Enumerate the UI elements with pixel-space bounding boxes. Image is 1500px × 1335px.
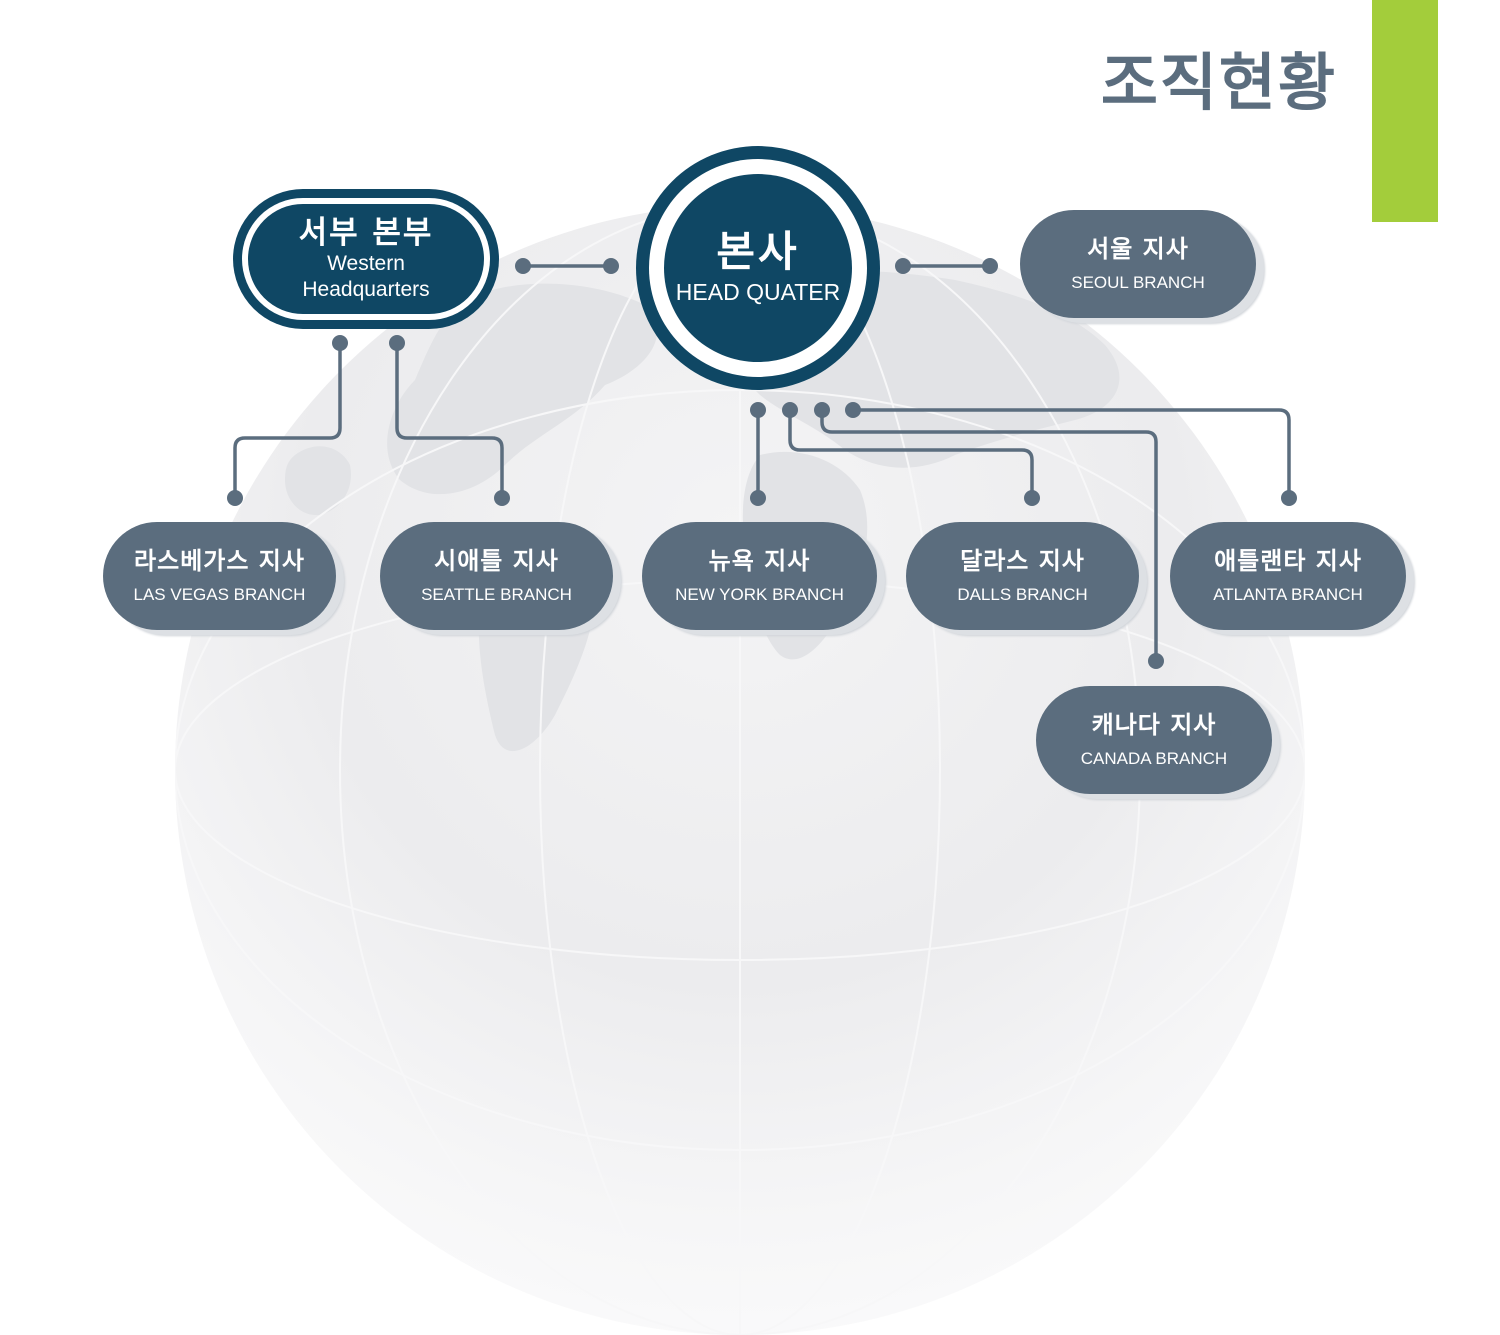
western-headquarters-ko-label: 서부 본부 — [298, 214, 434, 251]
dallas-branch-en-label: DALLS BRANCH — [957, 585, 1088, 605]
head-quarter-ring: 본사 HEAD QUATER — [649, 159, 867, 377]
western-headquarters-en-line1: Western — [327, 251, 405, 275]
head-quarter-en-label: HEAD QUATER — [675, 278, 841, 305]
connector-lines — [227, 258, 1297, 669]
new-york-branch-ko-label: 뉴욕 지사 — [708, 547, 811, 576]
canada-branch-ko-label: 캐나다 지사 — [1091, 711, 1217, 740]
seattle-branch-node: 시애틀 지사 SEATTLE BRANCH — [380, 522, 613, 630]
canada-branch-en-label: CANADA BRANCH — [1080, 749, 1228, 769]
seoul-branch-ko-label: 서울 지사 — [1087, 235, 1189, 264]
head-quarter-ko-label: 본사 — [716, 227, 800, 277]
atlanta-branch-node: 애틀랜타 지사 ATLANTA BRANCH — [1170, 522, 1406, 630]
accent-bar — [1372, 0, 1438, 222]
seoul-branch-node: 서울 지사 SEOUL BRANCH — [1020, 210, 1256, 318]
new-york-branch-en-label: NEW YORK BRANCH — [675, 585, 844, 605]
seoul-branch-en-label: SEOUL BRANCH — [1071, 273, 1205, 293]
atlanta-branch-en-label: ATLANTA BRANCH — [1213, 585, 1363, 605]
las-vegas-branch-ko-label: 라스베가스 지사 — [134, 547, 305, 576]
head-quarter-node: 본사 HEAD QUATER — [636, 146, 880, 390]
dallas-branch-node: 달라스 지사 DALLS BRANCH — [906, 522, 1139, 630]
new-york-branch-node: 뉴욕 지사 NEW YORK BRANCH — [642, 522, 877, 630]
dallas-branch-ko-label: 달라스 지사 — [960, 547, 1085, 576]
western-headquarters-en-line2: Headquarters — [302, 278, 430, 302]
western-headquarters-core: 서부 본부 Western Headquarters — [248, 204, 484, 314]
canada-branch-node: 캐나다 지사 CANADA BRANCH — [1036, 686, 1272, 794]
seattle-branch-en-label: SEATTLE BRANCH — [421, 585, 572, 605]
seattle-branch-ko-label: 시애틀 지사 — [434, 547, 559, 576]
atlanta-branch-ko-label: 애틀랜타 지사 — [1214, 547, 1362, 576]
las-vegas-branch-en-label: LAS VEGAS BRANCH — [133, 585, 306, 605]
western-headquarters-ring: 서부 본부 Western Headquarters — [242, 198, 490, 320]
head-quarter-core: 본사 HEAD QUATER — [664, 174, 852, 362]
page-title: 조직현황 — [1100, 46, 1337, 119]
las-vegas-branch-node: 라스베가스 지사 LAS VEGAS BRANCH — [103, 522, 336, 630]
western-headquarters-node: 서부 본부 Western Headquarters — [233, 189, 499, 329]
